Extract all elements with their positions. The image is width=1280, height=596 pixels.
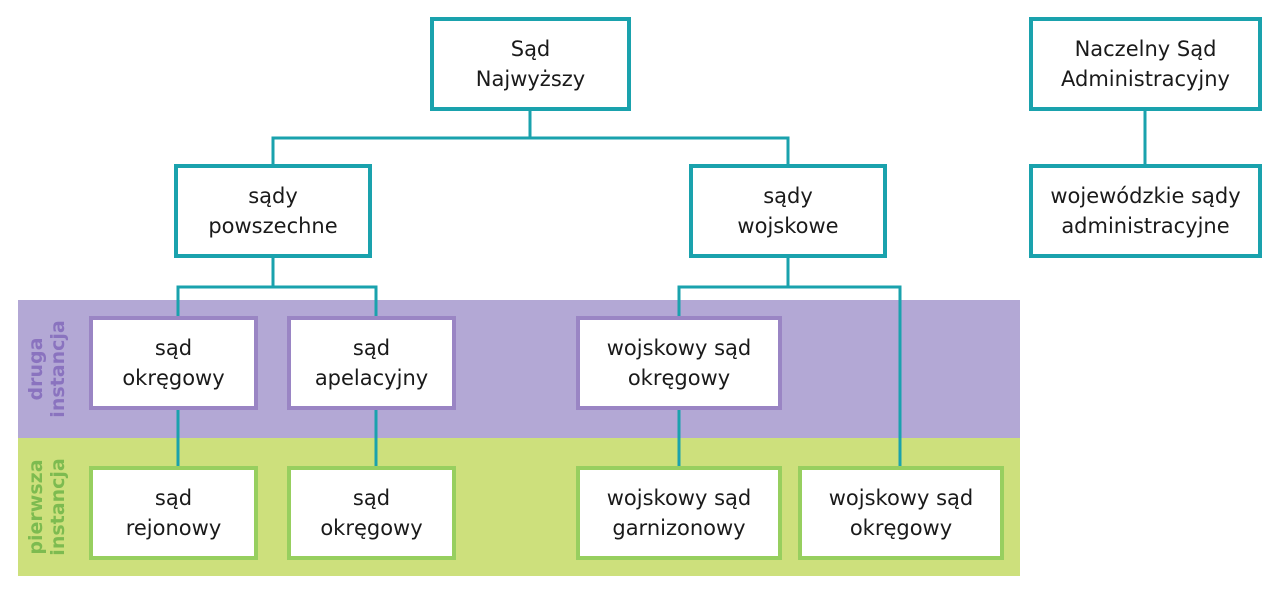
box-wojewodzkie-sady-administracyjne: wojewódzkie sądy administracyjne <box>1029 164 1262 258</box>
box-sad-najwyzszy: Sąd Najwyższy <box>430 17 631 111</box>
box-wojskowy-sad-okregowy-druga-instancja: wojskowy sąd okręgowy <box>576 316 782 410</box>
box-sad-okregowy-pierwsza-instancja: sąd okręgowy <box>287 466 456 560</box>
box-sady-wojskowe: sądy wojskowe <box>689 164 887 258</box>
box-label: Naczelny Sąd Administracyjny <box>1061 37 1230 91</box>
box-label: sąd apelacyjny <box>314 336 429 390</box>
connector-supreme-to-general <box>271 108 532 166</box>
box-naczelny-sad-administracyjny: Naczelny Sąd Administracyjny <box>1029 17 1262 111</box>
box-label: wojskowy sąd okręgowy <box>606 336 752 390</box>
box-sad-apelacyjny: sąd apelacyjny <box>287 316 456 410</box>
box-wojskowy-sad-okregowy-pierwsza-instancja: wojskowy sąd okręgowy <box>798 466 1004 560</box>
box-sady-powszechne: sądy powszechne <box>174 164 372 258</box>
box-label: sąd okręgowy <box>122 336 225 390</box>
box-label: Sąd Najwyższy <box>475 37 586 91</box>
box-label: sąd okręgowy <box>320 486 423 540</box>
box-sad-okregowy-druga-instancja: sąd okręgowy <box>89 316 258 410</box>
box-label: sądy wojskowe <box>737 184 839 238</box>
box-label: sąd rejonowy <box>125 486 222 540</box>
box-label: wojskowy sąd garnizonowy <box>606 486 752 540</box>
box-label: wojskowy sąd okręgowy <box>828 486 974 540</box>
connector-supreme-to-military <box>528 136 790 166</box>
box-label: wojewódzkie sądy administracyjne <box>1050 184 1241 238</box>
connector-military-to-district <box>677 256 790 318</box>
box-wojskowy-sad-garnizonowy: wojskowy sąd garnizonowy <box>576 466 782 560</box>
connector-military-to-district-first <box>786 285 902 468</box>
connector-general-to-appeal <box>271 285 378 318</box>
connector-general-to-district <box>176 256 275 318</box>
box-label: sądy powszechne <box>208 184 338 238</box>
box-sad-rejonowy: sąd rejonowy <box>89 466 258 560</box>
